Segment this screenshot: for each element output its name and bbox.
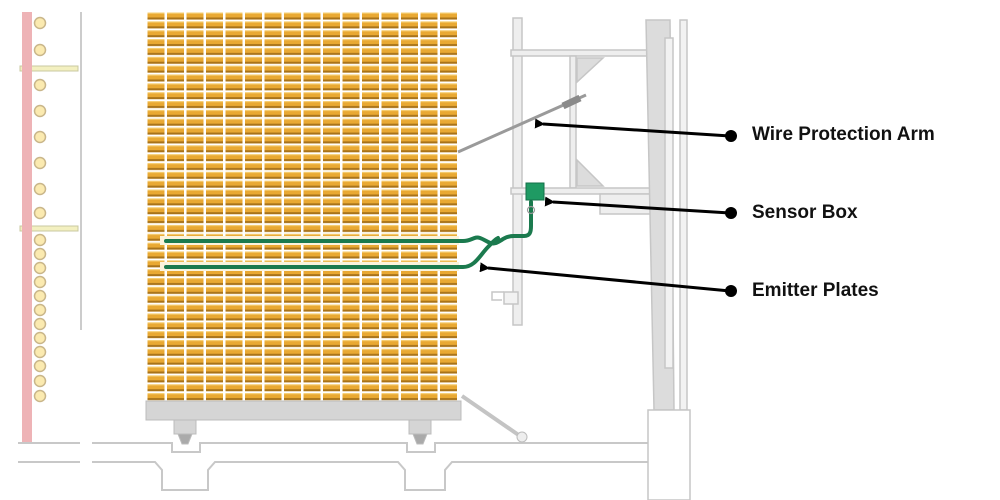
- insulator-ball: [33, 247, 47, 261]
- sensor-box: [525, 182, 545, 201]
- insulator-ball: [33, 156, 47, 170]
- insulator-ball: [33, 261, 47, 275]
- brick-array: [147, 12, 459, 401]
- insulator-ball: [33, 182, 47, 196]
- insulator-ball: [33, 345, 47, 359]
- insulator-ball: [33, 78, 47, 92]
- insulator-ball: [33, 130, 47, 144]
- arrow-wire-protection-arm: [534, 118, 731, 138]
- insulator-ball: [33, 104, 47, 118]
- insulator-ball: [33, 206, 47, 220]
- arrow-emitter-plates: [479, 262, 731, 293]
- label-emitter-plates: Emitter Plates: [752, 280, 879, 301]
- wire-protection-arm: [457, 93, 587, 154]
- insulator-ball: [33, 43, 47, 57]
- label-wire-protection-arm: Wire Protection Arm: [752, 124, 935, 145]
- insulator-ball: [33, 331, 47, 345]
- right-frame: [491, 17, 691, 500]
- left-pole-assembly: [19, 12, 82, 444]
- insulator-ball: [33, 275, 47, 289]
- label-sensor-box: Sensor Box: [752, 202, 858, 223]
- arrow-sensor-box: [544, 196, 731, 215]
- insulator-ball: [33, 374, 47, 388]
- emitter-plates: [164, 200, 533, 269]
- callout-arrows: [479, 118, 737, 297]
- base-and-floor: [18, 394, 648, 491]
- insulator-ball: [33, 317, 47, 331]
- insulator-ball: [33, 303, 47, 317]
- insulator-ball: [33, 289, 47, 303]
- insulator-ball: [33, 16, 47, 30]
- insulator-ball: [33, 359, 47, 373]
- insulator-ball: [33, 233, 47, 247]
- insulator-ball: [33, 389, 47, 403]
